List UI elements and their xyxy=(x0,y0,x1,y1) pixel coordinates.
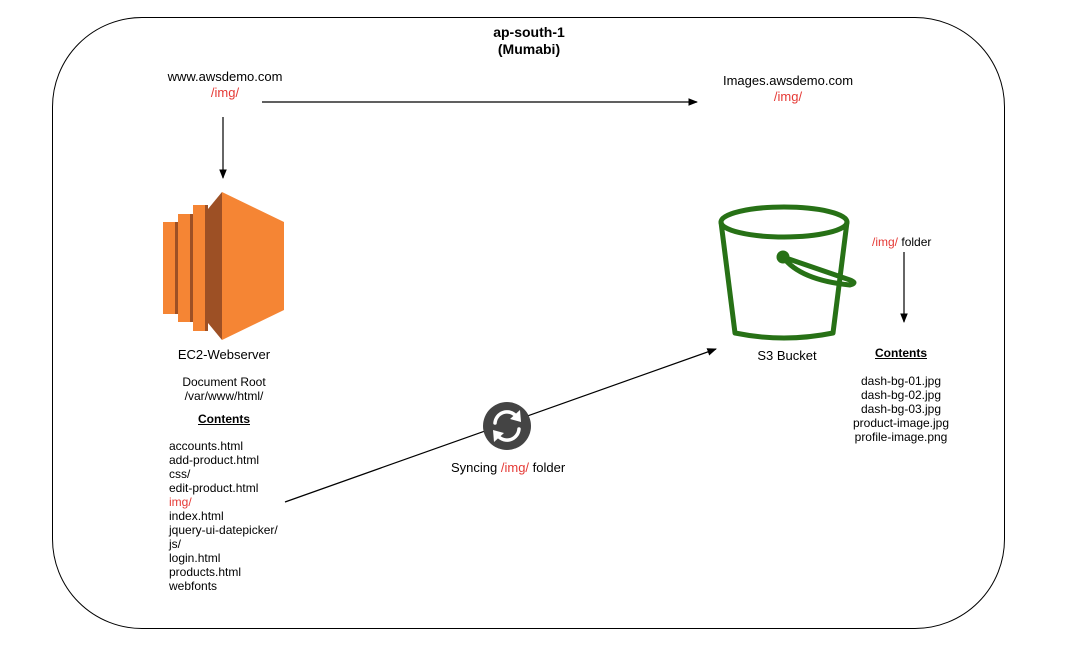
list-item: dash-bg-01.jpg xyxy=(860,374,942,388)
list-item: dash-bg-03.jpg xyxy=(860,402,942,416)
list-item: product-image.jpg xyxy=(852,416,950,430)
website-label: www.awsdemo.com /img/ xyxy=(130,69,320,101)
list-item: js/ xyxy=(169,537,181,551)
sync-prefix: Syncing xyxy=(451,460,498,475)
ec2-label: EC2-Webserver xyxy=(177,347,271,362)
images-site-label: Images.awsdemo.com /img/ xyxy=(688,73,888,105)
list-item: add-product.html xyxy=(169,453,260,467)
sync-icon xyxy=(483,402,531,450)
s3-label: S3 Bucket xyxy=(757,348,817,363)
s3-folder-label: /img/ folder xyxy=(872,235,931,249)
s3-folder-path: /img/ xyxy=(872,235,899,249)
list-item: edit-product.html xyxy=(169,481,259,495)
s3-folder-word: folder xyxy=(901,235,932,249)
region-name: ap-south-1 xyxy=(493,24,565,40)
list-item: jquery-ui-datepicker/ xyxy=(169,523,278,537)
list-item: profile-image.png xyxy=(854,430,948,444)
sync-path: /img/ xyxy=(500,460,530,475)
ec2-contents-list: accounts.html add-product.html css/ edit… xyxy=(169,439,278,593)
document-root-label: Document Root xyxy=(182,375,266,389)
s3-bucket-icon xyxy=(718,204,857,341)
document-root-path: /var/www/html/ xyxy=(184,389,264,403)
sync-label: Syncing /img/ folder xyxy=(451,460,565,476)
region-subtitle: (Mumabi) xyxy=(497,41,561,57)
list-item: index.html xyxy=(169,509,224,523)
sync-suffix: folder xyxy=(532,460,566,475)
document-root-block: Document Root /var/www/html/ xyxy=(149,375,299,403)
ec2-instance-icon xyxy=(163,192,284,340)
region-title: ap-south-1 (Mumabi) xyxy=(429,24,629,58)
region-boundary xyxy=(52,17,1005,629)
list-item: webfonts xyxy=(169,579,218,593)
s3-contents-list: dash-bg-01.jpg dash-bg-02.jpg dash-bg-03… xyxy=(836,374,966,444)
website-domain: www.awsdemo.com xyxy=(167,69,283,84)
ec2-contents-heading: Contents xyxy=(198,412,250,426)
images-site-domain: Images.awsdemo.com xyxy=(722,73,854,88)
list-item: accounts.html xyxy=(169,439,244,453)
list-item: img/ xyxy=(169,495,192,509)
s3-contents-heading: Contents xyxy=(875,346,927,360)
images-site-path: /img/ xyxy=(773,89,803,104)
list-item: products.html xyxy=(169,565,242,579)
list-item: css/ xyxy=(169,467,191,481)
list-item: dash-bg-02.jpg xyxy=(860,388,942,402)
website-path: /img/ xyxy=(210,85,240,100)
list-item: login.html xyxy=(169,551,221,565)
